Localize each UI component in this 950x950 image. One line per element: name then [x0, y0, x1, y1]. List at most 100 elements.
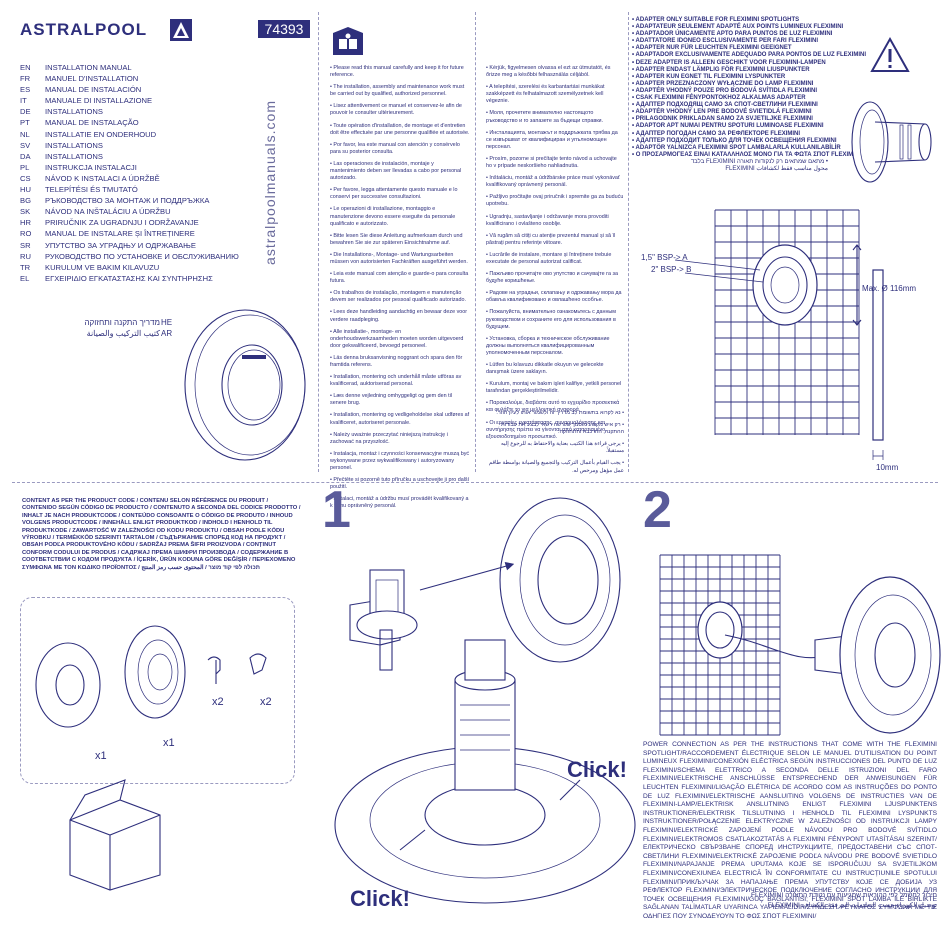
safety-paragraph: • Пажљиво прочитајте ово упутство и сачу…	[486, 271, 618, 285]
logo-triangle-icon	[170, 19, 192, 41]
safety-instructions-rtl: • נא לקרוא בתשומת לב מדריך זה ולשמור אות…	[486, 410, 624, 480]
fleximini-spotlight-illustration	[851, 101, 932, 183]
package-contents-box	[20, 597, 295, 784]
language-code: RO	[20, 229, 32, 239]
safety-paragraph: • Die Installations-, Montage- und Wartu…	[330, 251, 468, 265]
adapter-notice-line: • ADAPTER ENDAST LÄMPLIG FÖR FLEXIMINI L…	[632, 66, 810, 73]
language-title: PRIRUČNIK ZA UGRADNJU I ODRŽAVANJE	[45, 218, 199, 228]
language-code: BG	[20, 196, 31, 206]
step-2-number: 2	[643, 481, 672, 539]
safety-paragraph: • Bitte lesen Sie diese Anleitung aufmer…	[330, 232, 463, 246]
frame-quantity: x1	[163, 737, 175, 749]
language-title: NÁVOD NA INŠTALÁCIU A ÚDRŽBU	[45, 207, 171, 217]
language-row: CS NÁVOD K INSTALACI A ÚDRŽBĚ	[20, 173, 310, 184]
adapter-notice-line: • ADAPTATEUR SEULEMENT ADAPTÉ AUX POINTS…	[632, 24, 844, 31]
language-title: INSTALLATIONS	[45, 151, 103, 161]
safety-paragraph: • يجب القيام بأعمال التركيب والتجميع وال…	[488, 460, 624, 474]
brand-name: ASTRALPOOL	[20, 20, 148, 39]
language-title: MANUAL DE INSTALARE ȘI ÎNTREȚINERE	[45, 229, 195, 239]
safety-paragraph: • Kérjük, figyelmesen olvassa el ezt az …	[486, 65, 611, 79]
safety-paragraph: • يرجى قراءة هذا الكتيب بعناية والاحتفاظ…	[501, 441, 624, 455]
adapter-notice-line: • АДАПТЕР ПОГОДАН САМО ЗА РЕФЛЕКТОРЕ FLE…	[632, 130, 801, 137]
language-title: MANUAL DE INSTALACIÓN	[45, 85, 142, 95]
adapter-notice-line: • ADAPTER PRZEZNACZONY WYŁĄCZNIE DO LAMP…	[632, 80, 814, 87]
language-code: EL	[20, 273, 30, 283]
adapter-notice-line: • ADAPTADOR ÚNICAMENTE APTO PARA PUNTOS …	[632, 31, 833, 38]
language-title: MANUEL D'INSTALLATION	[45, 74, 139, 84]
language-code: DA	[20, 151, 31, 161]
step-1-number: 1	[322, 481, 351, 539]
language-row: PT MANUAL DE INSTALAÇÃO	[20, 117, 310, 128]
safety-paragraph: • Prosím, pozorne si prečítajte tento ná…	[486, 155, 617, 170]
language-title: MANUAL DE INSTALAÇÃO	[45, 118, 139, 128]
language-code: PL	[20, 162, 30, 172]
language-code: SV	[20, 140, 31, 150]
safety-paragraph: • Inštaláciu, montáž a údržbárske práce …	[486, 175, 620, 189]
adapter-notice-line: محول مناسب فقط لكشافات FLEXIMINI	[725, 165, 828, 172]
power-connection-notice-he: חיבור לחשמל לפי ההוראות שמגיעות עם נקודת…	[751, 892, 937, 899]
safety-paragraph: • Læs denne vejledning omhyggeligt og ge…	[330, 393, 453, 407]
language-code: SK	[20, 207, 31, 217]
safety-paragraph: • Per favore, legga attentamente questo …	[330, 187, 458, 201]
safety-paragraph: • Alle installatie-, montage- en onderho…	[330, 328, 464, 349]
safety-paragraph: • Моля, прочетете внимателно настоящото …	[486, 110, 604, 124]
safety-paragraph: • A telepítési, szerelési és karbantartá…	[486, 84, 605, 105]
adapter-notice-line: • Ο ΠΡΟΣΑΡΜΟΓΕΑΣ ΕΙΝΑΙ ΚΑΤΑΛΛΗΛΟΣ ΜΟΝΟ Γ…	[632, 151, 861, 158]
language-row: EL ΕΓΧΕΙΡΙΔΙΟ ΕΓΚΑΤΑΣΤΑΣΗΣ ΚΑΙ ΣΥΝΤΗΡΗΣΗΣ	[20, 273, 310, 284]
language-title: NÁVOD K INSTALACI A ÚDRŽBĚ	[45, 173, 160, 183]
language-he-title: מדריך התקנה ותחזוקה	[84, 318, 160, 327]
safety-paragraph: • Lees deze handleiding aandachtig en be…	[330, 309, 468, 323]
language-code: RU	[20, 251, 31, 261]
adapter-notice-line: • ADAPTÖR YALNIZCA FLEXIMINI SPOT LAMBAL…	[632, 144, 841, 151]
section-divider	[12, 482, 938, 483]
read-manual-icon	[333, 27, 363, 55]
language-ar-title: كتيب التركيب والصيانة	[86, 329, 160, 338]
column-divider	[475, 12, 476, 472]
safety-paragraph: • Należy uważnie przeczytać niniejszą in…	[330, 431, 448, 445]
language-row: TR KURULUM VE BAKIM KILAVUZU	[20, 262, 310, 273]
language-code: TR	[20, 262, 31, 272]
click-label-top: Click!	[567, 757, 627, 782]
clip-a-quantity: x2	[212, 696, 224, 708]
language-title: INSTRUKCJA INSTALACJI	[45, 162, 137, 172]
safety-instructions-col1: • Please read this manual carefully and …	[330, 65, 470, 516]
language-title: INSTALLATION MANUAL	[45, 63, 132, 72]
safety-paragraph: • Lucrările de instalare, montare și înt…	[486, 251, 612, 265]
language-title: KURULUM VE BAKIM KILAVUZU	[45, 262, 160, 272]
language-code: CS	[20, 173, 31, 183]
adapter-notice-line: • מתאם שמתאים רק לנקודות תאורה FLEXIMINI…	[690, 158, 828, 165]
safety-paragraph: • Pažljivo pročitajte ovaj priručnik i s…	[486, 194, 624, 208]
language-row: DA INSTALLATIONS	[20, 151, 310, 162]
safety-paragraph: • Инсталацията, монтажът и поддръжката т…	[486, 129, 618, 150]
ring-quantity: x1	[95, 750, 107, 762]
language-title: ΕΓΧΕΙΡΙΔΙΟ ΕΓΚΑΤΑΣΤΑΣΗΣ ΚΑΙ ΣΥΝΤΗΡΗΣΗΣ	[45, 273, 213, 283]
language-code: ES	[20, 85, 31, 95]
safety-paragraph: • Le operazioni di installazione, montag…	[330, 206, 456, 227]
max-diameter-label: Max. Ø 116mm	[862, 284, 917, 293]
safety-paragraph: • The installation, assembly and mainten…	[330, 84, 465, 98]
safety-paragraph: • Přečtěte si pozorně tuto příručku a us…	[330, 477, 470, 491]
safety-paragraph: • Ugradnju, sastavljanje i održavanje mo…	[486, 213, 609, 227]
depth-label: 10mm	[876, 463, 899, 472]
adapter-notice-line: • ADAPTER NUR FÜR LEUCHTEN FLEXIMINI GEE…	[632, 45, 792, 52]
language-code: PT	[20, 118, 30, 128]
adapter-notice-line: • CSAK FLEXIMINI FÉNYPONTOKHOZ ALKALMAS …	[632, 95, 806, 102]
bsp-a-label: 1,5" BSP-> A	[641, 253, 688, 262]
language-title: УПУТСТВО ЗА УГРАДЊУ И ОДРЖАВАЊЕ	[45, 240, 196, 250]
safety-paragraph: • Instalacja, montaż i czynności konserw…	[330, 450, 470, 472]
safety-paragraph: • Installation, montering og vedligehold…	[330, 412, 470, 426]
language-he-code: HE	[161, 318, 173, 327]
safety-paragraph: • Kurulum, montaj ve bakım işleri kalifi…	[486, 381, 622, 395]
safety-paragraph: • Vă rugăm să citiți cu atenție prezentu…	[486, 232, 616, 246]
safety-paragraph: • Toute opération d'installation, de mon…	[330, 122, 470, 136]
safety-instructions-col2: • Kérjük, figyelmesen olvassa el ezt az …	[486, 65, 624, 446]
power-connection-notice: POWER CONNECTION AS PER THE INSTRUCTIONS…	[643, 741, 937, 920]
safety-paragraph: • Установка, сборка и техническое обслуж…	[486, 335, 610, 356]
